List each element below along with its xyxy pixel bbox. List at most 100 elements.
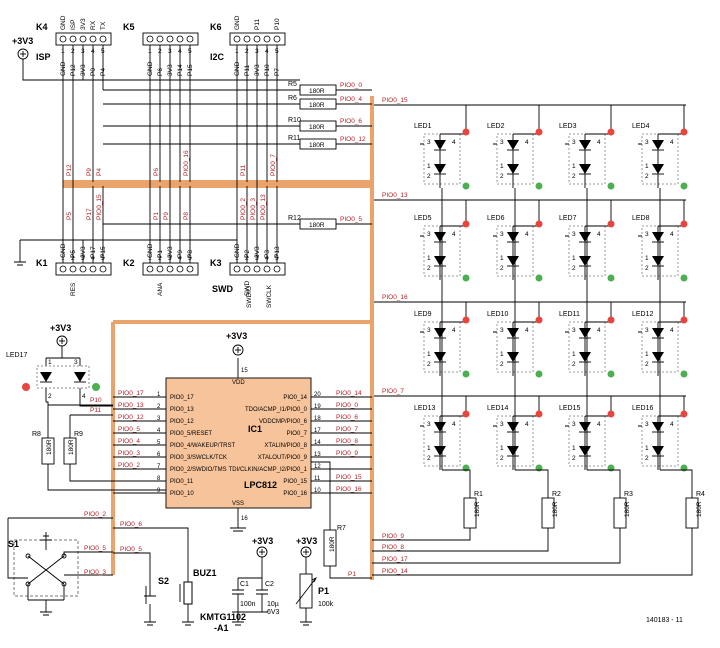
top-wires: [14, 65, 300, 266]
ic-vdd: VDD: [232, 380, 245, 386]
led-pin-3: 3: [427, 231, 431, 238]
resistor-value: 180R: [309, 222, 325, 229]
led-pin-3: 3: [645, 421, 649, 428]
bus-label-bottom: P17: [86, 208, 93, 220]
ic1-lpc812: IC1 LPC812 VDD VSS 15 16 +3V3: [165, 331, 312, 532]
svg-text:+3V3: +3V3: [296, 536, 317, 546]
pin-name: PIO0_14: [283, 395, 307, 401]
led-pin-4: 4: [525, 327, 529, 334]
led-pin-3: 3: [427, 327, 431, 334]
connector-extra-2: SWCLK: [266, 284, 273, 308]
led-pin-3: 3: [427, 421, 431, 428]
led-pin-2: 2: [500, 173, 504, 180]
led-pin-3: 3: [645, 327, 649, 334]
resistor-value: 180R: [309, 142, 325, 149]
pin-label: P17: [90, 246, 97, 258]
svg-text:LED17: LED17: [6, 352, 28, 359]
pin-net: PIO0_15: [336, 474, 362, 481]
pin-top-label: GND: [234, 15, 241, 30]
svg-text:6V3: 6V3: [267, 609, 280, 616]
vcc-symbol-topleft: +3V3: [12, 36, 100, 81]
pin-bot-label: GND: [60, 61, 67, 76]
resistor-ref: R1: [474, 491, 483, 498]
led-ref: LED7: [559, 215, 577, 222]
svg-text:180R: 180R: [329, 536, 336, 552]
pin-name: PIO0_3/SWCLK/TCK: [170, 455, 227, 461]
column-net: PIO0_9: [382, 533, 404, 540]
ic-vdd-pin: 15: [241, 368, 248, 374]
led-pin-1: 1: [572, 445, 576, 452]
led-pin-2: 2: [645, 265, 649, 272]
pin-net: PIO0_9: [336, 450, 358, 457]
pin-label: 3V3: [167, 246, 174, 258]
connector-sub: RES: [70, 282, 77, 296]
bus-label-bottom: P9: [163, 212, 170, 220]
svg-text:PIO0_6: PIO0_6: [120, 521, 142, 528]
led-pin-4: 4: [597, 139, 601, 146]
pin-name: PIO0_5/RESET: [170, 431, 212, 437]
row-net: PIO0_13: [382, 192, 408, 199]
svg-text:R8: R8: [32, 431, 41, 438]
resistor-ref: R2: [552, 491, 561, 498]
pin-top-label: RX: [90, 20, 97, 30]
pin-bot-label: P14: [177, 64, 184, 76]
svg-text:PIO0_5: PIO0_5: [120, 546, 142, 553]
bus-label-top: P6: [153, 168, 160, 176]
led-pin-3: 3: [427, 139, 431, 146]
resistor-ref: R5: [288, 81, 297, 88]
connector-name: K6: [210, 22, 222, 32]
row-net: PIO0_15: [382, 97, 408, 104]
connector-name: K1: [36, 258, 48, 268]
led-pin-2: 2: [645, 455, 649, 462]
pin-number: 17: [314, 428, 321, 434]
pin-number: 8: [157, 476, 161, 482]
svg-text:R7: R7: [337, 525, 346, 532]
pin-net: PIO0_7: [336, 426, 358, 433]
svg-text:100n: 100n: [240, 601, 256, 608]
pin-top-label: P11: [254, 19, 261, 30]
resistor-value: 180R: [309, 102, 325, 109]
pin-label: GND: [234, 243, 241, 258]
resistor-value: 180R: [474, 501, 481, 517]
ic-pins: PIO0_171PIO0_17PIO0_132PIO0_13PIO0_123PI…: [113, 390, 372, 497]
pin-net: PIO0_13: [118, 402, 144, 409]
led-ref: LED11: [559, 311, 580, 318]
pin-net: PIO0_4: [118, 438, 140, 445]
svg-text:+3V3: +3V3: [252, 536, 273, 546]
pin-bot-label: P11: [244, 65, 251, 76]
resistor-value: 180R: [624, 501, 631, 517]
pin-bot-label: P10: [264, 64, 271, 76]
led-ref: LED3: [559, 123, 577, 130]
led-pin-2: 2: [572, 265, 576, 272]
svg-text:PIO0_2: PIO0_2: [84, 511, 106, 518]
connector-name: K2: [123, 258, 135, 268]
led-pin-4: 4: [525, 421, 529, 428]
pin-number: 9: [157, 488, 161, 494]
k3-swd-label: SWD: [212, 284, 233, 294]
led-pin-1: 1: [500, 163, 504, 170]
bus-label-bottom: PIO0_2: [240, 198, 247, 220]
svg-text:180R: 180R: [68, 439, 75, 455]
pin-top-label: GND: [60, 15, 67, 30]
top-resistors: R5180RPIO0_0R6180RPIO0_4R10180RPIO0_6R11…: [288, 81, 372, 230]
svg-text:P1: P1: [348, 571, 356, 578]
svg-text:2: 2: [48, 393, 52, 400]
svg-text:C1: C1: [240, 581, 249, 588]
pin-number: 10: [314, 488, 321, 494]
svg-text:PIO0_3: PIO0_3: [84, 569, 106, 576]
